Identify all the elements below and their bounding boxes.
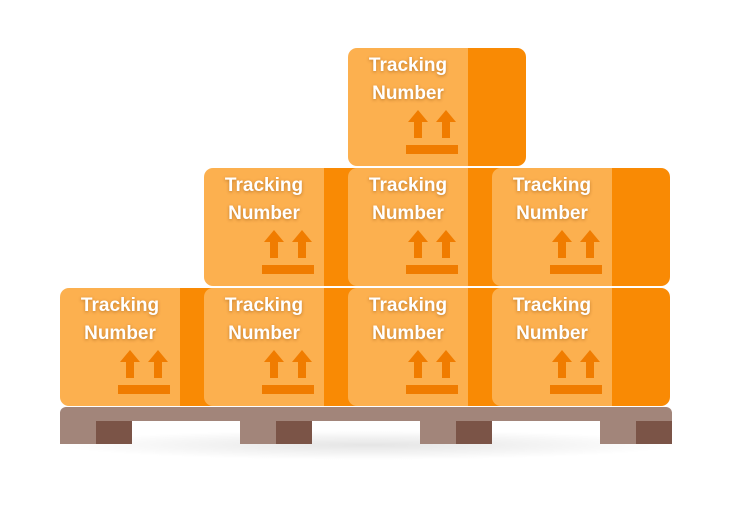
this-way-up-icon <box>406 110 458 154</box>
pallet-deck <box>60 407 672 421</box>
this-way-up-icon <box>550 230 602 274</box>
pallet-shadow <box>56 430 682 460</box>
this-way-up-icon <box>262 230 314 274</box>
this-way-up-icon <box>406 230 458 274</box>
this-way-up-icon <box>262 350 314 394</box>
this-way-up-icon <box>406 350 458 394</box>
this-way-up-icon <box>550 350 602 394</box>
this-way-up-icon <box>118 350 170 394</box>
